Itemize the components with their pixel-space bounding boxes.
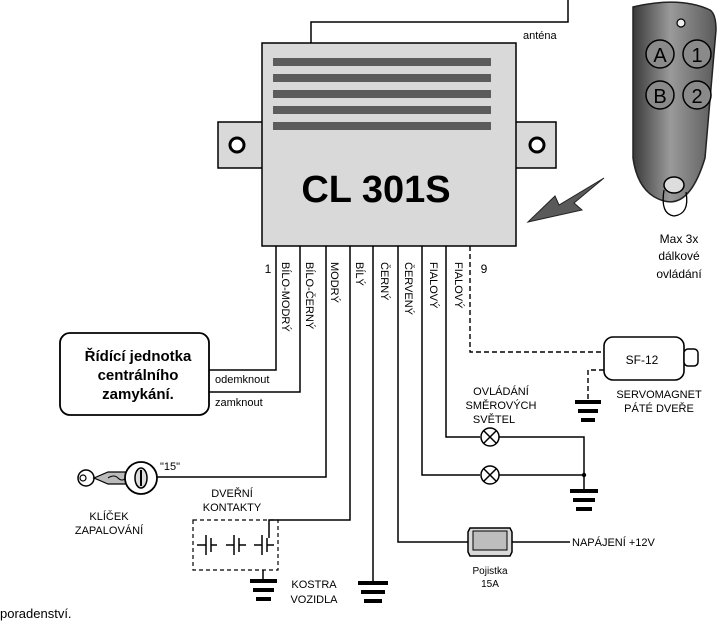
servo-ground-wire: [587, 369, 604, 401]
remote-control: A 1 B 2: [632, 1, 717, 217]
servo-module: [603, 336, 699, 381]
wire-label-2: BÍLO-ČERNÝ: [303, 262, 316, 330]
led-icon: [676, 18, 686, 28]
keyring-icon: [662, 189, 688, 217]
central-locking-line-1: Řídící jednotka: [85, 347, 192, 365]
signal-wire-1: [421, 246, 480, 476]
remote-button-1-label: 1: [691, 45, 702, 67]
fuse-label-1: Pojistka: [472, 566, 507, 577]
wire-label-4: BÍLÝ: [353, 262, 366, 287]
ground-icon: [570, 489, 598, 511]
door-contacts-label-1: DVEŘNÍ: [211, 487, 254, 500]
remote-button-2: [682, 80, 712, 110]
bulb-icon: [480, 427, 500, 447]
central-locking-line-2: centrálního: [98, 367, 179, 384]
bulb-icon: [480, 465, 500, 485]
ground-icon: [575, 400, 601, 422]
ignition-terminal: "15": [160, 461, 180, 473]
power-label: NAPÁJENÍ +12V: [572, 536, 656, 549]
ignition-lock-icon: [124, 461, 158, 495]
lock-label: zamknout: [215, 397, 263, 409]
door-contacts-label-2: KONTAKTY: [203, 502, 262, 514]
ignition-wire: [157, 246, 327, 478]
remote-button-a: [645, 39, 675, 69]
pin-number-first: 1: [265, 262, 272, 276]
ground-label-1: KOSTRA: [291, 579, 337, 591]
wire-label-1: BÍLO-MODRÝ: [279, 262, 292, 332]
antenna-label: anténa: [523, 30, 558, 42]
ground-icon: [358, 581, 388, 603]
servo-name: SF-12: [626, 353, 659, 367]
remote-button-b: [645, 80, 675, 110]
wire-label-5: ČERNÝ: [378, 262, 391, 301]
remote-button-a-label: A: [653, 45, 667, 67]
signals-label-2: SMĚROVÝCH: [466, 399, 537, 412]
wire-label-8: FIALOVÝ: [452, 262, 465, 309]
ignition-label-1: KLÍČEK: [89, 510, 129, 523]
servo-wire: [469, 246, 604, 353]
signal-return-1: [499, 436, 585, 490]
central-locking-line-3: zamykání.: [102, 386, 174, 403]
fuse-icon: [467, 527, 513, 557]
wire-label-7: FIALOVÝ: [427, 262, 440, 309]
unit-name: CL 301S: [301, 169, 450, 211]
pin-number-last: 9: [481, 262, 488, 276]
fuse-label-2: 15A: [481, 579, 499, 590]
remote-button-2-label: 2: [691, 86, 702, 108]
door-contacts: [192, 519, 279, 571]
footer-text: poradenství.: [0, 606, 72, 621]
junction-dot: [581, 472, 587, 478]
ignition-key-icon: [77, 469, 129, 487]
unlock-wire: [209, 246, 277, 371]
lock-wire: [209, 246, 301, 393]
signals-label-1: OVLÁDÁNÍ: [473, 385, 530, 398]
ground-label-2: VOZIDLA: [290, 594, 338, 606]
remote-button-1: [682, 39, 712, 69]
control-unit: CL 301S: [261, 42, 517, 247]
door-contacts-wire: [268, 246, 351, 533]
remote-caption-3: ovládání: [656, 267, 702, 281]
unlock-label: odemknout: [215, 374, 269, 386]
wireless-arrow: [526, 177, 605, 223]
wire-label-3: MODRÝ: [328, 262, 341, 304]
signals-label-3: SVĚTEL: [473, 413, 515, 426]
ignition-label-2: ZAPALOVÁNÍ: [75, 524, 144, 537]
central-locking-box: [59, 332, 210, 416]
remote-caption-2: dálkové: [658, 249, 700, 263]
ground-icon: [250, 579, 277, 601]
servo-label-1: SERVOMAGNET: [616, 389, 702, 401]
remote-caption-1: Max 3x: [660, 232, 699, 246]
remote-button-b-label: B: [653, 86, 666, 108]
servo-label-2: PÁTÉ DVEŘE: [624, 402, 694, 415]
signal-wire-2: [445, 246, 480, 438]
power-wire: [397, 246, 468, 543]
mounting-ear-left: [217, 121, 267, 169]
antenna-wire: [310, 0, 569, 43]
wire-label-6: ČERVENÝ: [402, 262, 415, 316]
